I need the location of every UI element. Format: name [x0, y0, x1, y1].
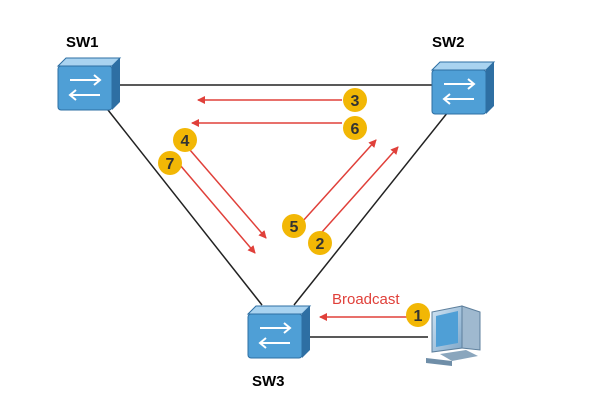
step-number: 7 — [166, 156, 175, 173]
switch-arrows-icon — [442, 78, 476, 105]
step-number: 1 — [414, 308, 423, 325]
step-badge-4: 4 — [173, 128, 197, 152]
link-sw1-sw3 — [107, 109, 263, 306]
sw3-label: SW3 — [252, 373, 285, 390]
arrow-step-7 — [179, 164, 256, 254]
pc-icon[interactable] — [426, 305, 481, 366]
step-badge-2: 2 — [308, 231, 332, 255]
step-number: 4 — [181, 133, 190, 150]
arrow-step-4 — [189, 149, 267, 239]
step-badge-1: 1 — [406, 303, 430, 327]
broadcast-label: Broadcast — [332, 291, 400, 308]
step-badge-3: 3 — [343, 88, 367, 112]
sw1-label: SW1 — [66, 34, 99, 51]
step-number: 5 — [290, 219, 299, 236]
switch-arrows-icon — [68, 74, 102, 101]
arrow-step-5 — [301, 139, 377, 223]
step-badge-5: 5 — [282, 214, 306, 238]
sw2-label: SW2 — [432, 34, 465, 51]
switch-arrows-icon — [258, 322, 292, 349]
step-number: 6 — [351, 121, 360, 138]
link-sw2-sw3 — [293, 111, 449, 306]
switch-sw1[interactable] — [56, 57, 122, 111]
step-badge-6: 6 — [343, 116, 367, 140]
step-number: 3 — [351, 93, 360, 110]
switch-sw3[interactable] — [246, 305, 312, 359]
step-badge-7: 7 — [158, 151, 182, 175]
switch-sw2[interactable] — [430, 61, 496, 115]
step-number: 2 — [316, 236, 325, 253]
arrow-step-2 — [321, 146, 399, 233]
